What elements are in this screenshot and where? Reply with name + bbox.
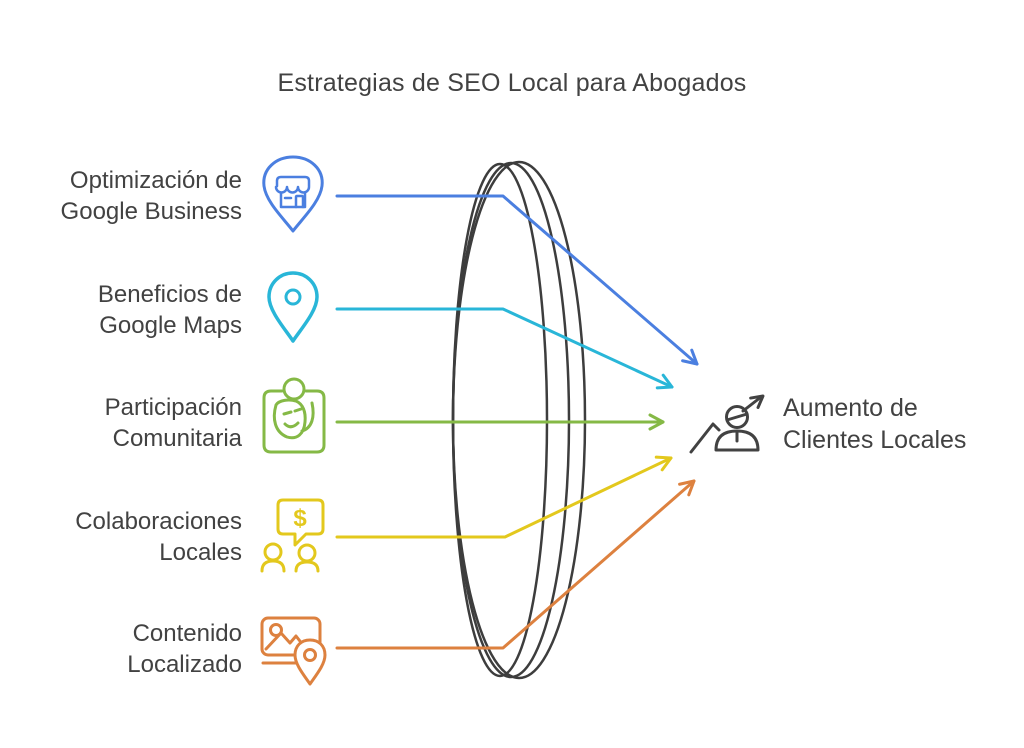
map-pin-icon (267, 271, 319, 343)
money-chat-people-icon: $ (260, 498, 325, 573)
diagram-title: Estrategias de SEO Local para Abogados (277, 69, 747, 97)
strategy-label-localized-content: Contenido Localizado (127, 620, 242, 678)
arrow-community (335, 413, 665, 431)
arrow-google-business (335, 194, 699, 366)
arrow-collaborations (335, 455, 673, 539)
result-label: Aumento de Clientes Locales (783, 394, 967, 454)
lens-shape (451, 160, 587, 680)
strategy-label-collaborations: Colaboraciones Locales (75, 508, 242, 566)
strategy-label-community: Participación Comunitaria (104, 394, 242, 452)
dollar-glyph: $ (293, 505, 307, 532)
arrow-google-maps (335, 307, 674, 390)
arrow-localized-content (335, 479, 696, 650)
community-person-icon (262, 377, 326, 454)
storefront-pin-icon (262, 155, 324, 233)
strategy-label-google-business: Optimización de Google Business (60, 167, 242, 225)
strategy-label-google-maps: Beneficios de Google Maps (97, 281, 242, 339)
client-growth-icon (689, 394, 765, 454)
localized-media-pin-icon (260, 616, 327, 686)
